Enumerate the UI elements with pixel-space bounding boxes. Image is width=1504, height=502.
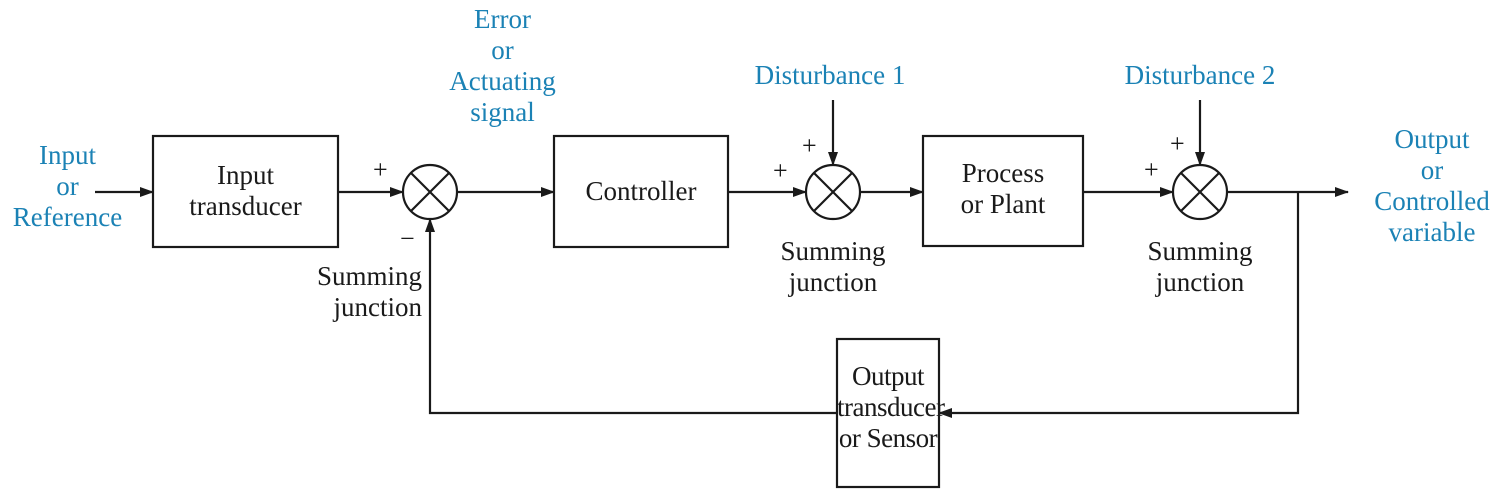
junction1-label: Summing junction (272, 261, 422, 323)
error-label-line: Error (474, 4, 531, 34)
junction-label-line: junction (1155, 267, 1245, 297)
output-label-line: Output (1394, 124, 1470, 154)
summing-junction-3 (1171, 163, 1229, 221)
error-label: Error or Actuating signal (430, 4, 575, 128)
block-text-line: or Plant (960, 189, 1046, 219)
disturbance1-label: Disturbance 1 (754, 60, 906, 90)
junction-label-line: junction (788, 267, 878, 297)
input-transducer-text: Input transducer (153, 160, 338, 222)
output-transducer-text: Output transducer or Sensor (837, 361, 945, 454)
junction-label-line: junction (333, 292, 423, 322)
block-text-line: Output (851, 361, 925, 391)
block-text-line: or Sensor (838, 423, 938, 453)
error-label-line: or (491, 35, 514, 65)
junction-label-line: Summing (1147, 236, 1253, 266)
controller-text: Controller (554, 176, 728, 207)
process-text: Process or Plant (923, 158, 1083, 220)
output-label-line: or (1420, 155, 1444, 185)
error-label-line: Actuating (449, 66, 556, 96)
input-label-line: Input (39, 140, 96, 170)
junction2-top-plus-sign: + (802, 131, 817, 160)
summing-junction-2 (804, 163, 862, 221)
junction-label-line: Summing (316, 261, 422, 291)
junction3-left-plus-sign: + (1144, 155, 1159, 184)
junction3-top-plus-sign: + (1170, 129, 1185, 158)
block-text-line: Input (217, 160, 274, 190)
block-text-line: transducer (837, 392, 945, 422)
junction3-label: Summing junction (1127, 236, 1273, 298)
input-label-line: or (56, 171, 79, 201)
block-text-line: Controller (585, 176, 697, 206)
junction2-left-plus-sign: + (773, 156, 788, 185)
output-label: Output or Controlled variable (1360, 124, 1504, 248)
summing-junction-1 (401, 163, 459, 221)
output-label-line: variable (1388, 217, 1476, 247)
output-label-line: Controlled (1374, 186, 1490, 216)
input-label: Input or Reference (0, 140, 135, 233)
junction1-plus-sign: + (373, 155, 388, 184)
block-text-line: Process (961, 158, 1045, 188)
junction2-label: Summing junction (760, 236, 906, 298)
junction1-minus-sign: − (400, 224, 415, 253)
disturbance2-label: Disturbance 2 (1124, 60, 1276, 90)
feedback-return-line (425, 218, 837, 415)
error-label-line: signal (470, 97, 535, 127)
feedback-pickoff-line (938, 192, 1300, 418)
junction-label-line: Summing (780, 236, 886, 266)
block-text-line: transducer (189, 191, 302, 221)
input-label-line: Reference (12, 202, 123, 232)
